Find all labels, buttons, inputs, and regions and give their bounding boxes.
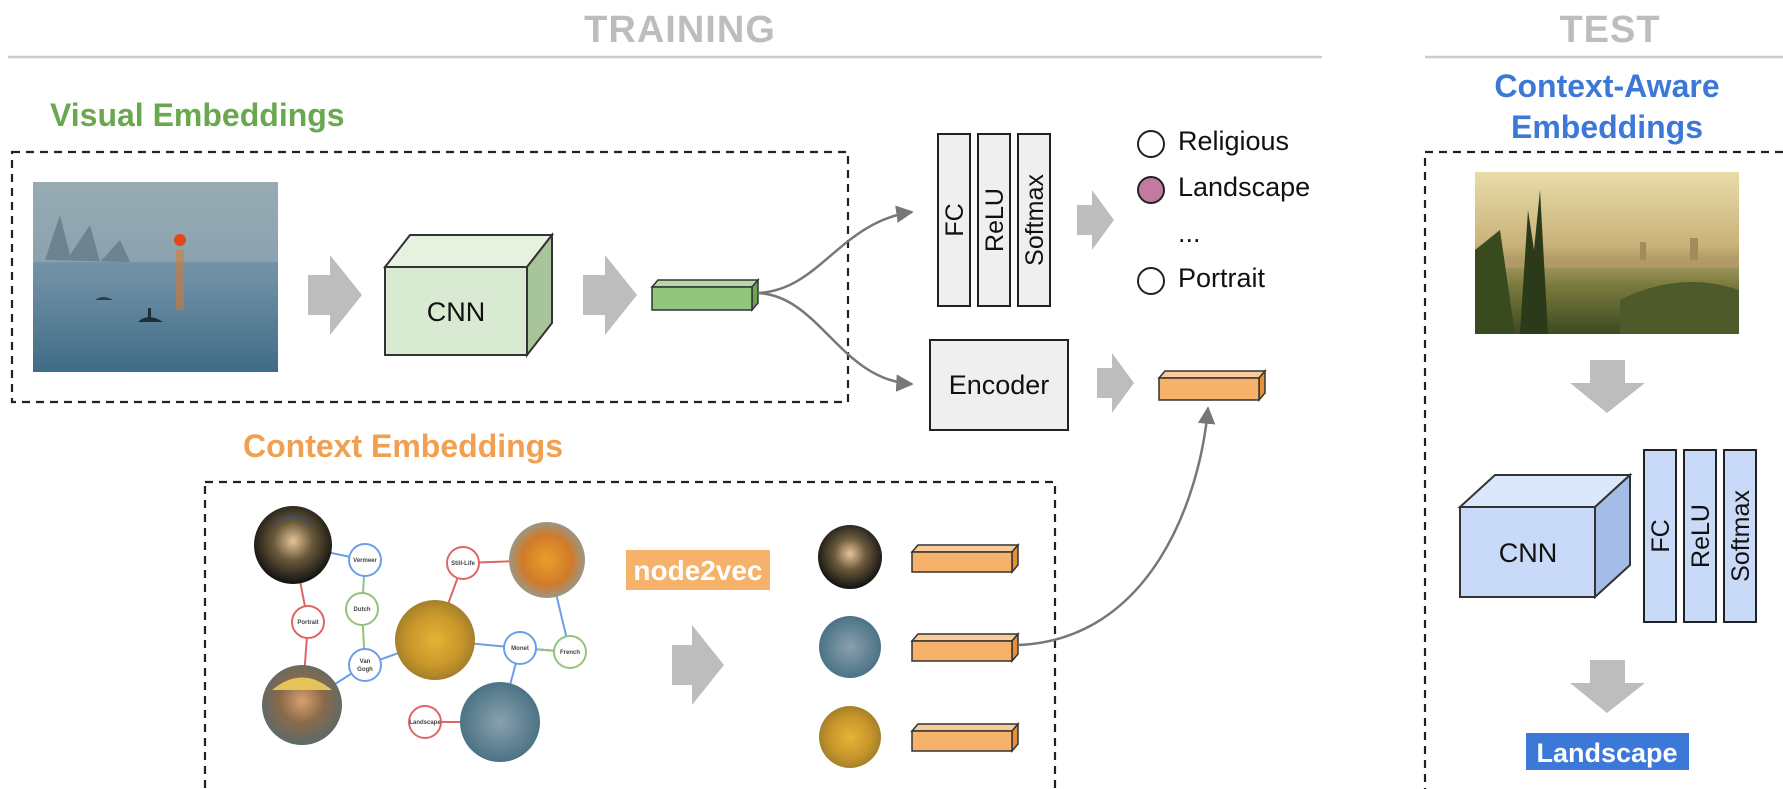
graph-label-landscape: Landscape bbox=[409, 720, 441, 726]
graph-label-portrait: Portrait bbox=[297, 620, 318, 626]
arrow-to-visual-embedding bbox=[583, 255, 637, 335]
encoder-label: Encoder bbox=[949, 370, 1050, 400]
graph-node-impression-sunrise bbox=[460, 682, 540, 762]
context-thumb-sunflowers bbox=[819, 706, 881, 768]
softmax-label-training: Softmax bbox=[1021, 174, 1049, 266]
test-output-badge bbox=[1526, 733, 1689, 770]
arrow-to-classifier bbox=[757, 205, 914, 295]
painting-impression-sunrise bbox=[33, 182, 278, 372]
softmax-label-test: Softmax bbox=[1727, 490, 1755, 582]
graph-node-still-life-painting bbox=[509, 522, 585, 598]
node2vec-badge bbox=[626, 550, 770, 590]
context-aware-title-line1: Context-Aware bbox=[1494, 68, 1719, 104]
graph-label-french: French bbox=[560, 650, 580, 656]
visual-embeddings-title: Visual Embeddings bbox=[50, 97, 345, 133]
encoder-block: Encoder bbox=[929, 339, 1069, 431]
arrow-to-encoder bbox=[757, 291, 914, 392]
context-embeddings-title: Context Embeddings bbox=[243, 428, 563, 464]
class-radio-portrait bbox=[1137, 267, 1165, 295]
context-aware-title-line2: Embeddings bbox=[1511, 109, 1703, 145]
graph-label-still-life: Still-Life bbox=[451, 561, 475, 567]
arrow-context-to-aware bbox=[1017, 406, 1216, 647]
context-vector-3 bbox=[910, 721, 1020, 754]
classifier-head-test: FC ReLU Softmax bbox=[1643, 449, 1757, 623]
context-embeddings-box bbox=[203, 480, 1057, 789]
class-ellipsis: ... bbox=[1178, 218, 1201, 248]
arrow-to-cnn bbox=[308, 255, 362, 335]
arrow-node2vec bbox=[672, 625, 724, 705]
context-thumb-impression-sunrise bbox=[819, 616, 881, 678]
training-header: TRAINING bbox=[584, 9, 776, 51]
aware-embedding-vector bbox=[1157, 368, 1267, 403]
fc-label-test: FC bbox=[1647, 519, 1675, 552]
graph-label-van: Van bbox=[360, 659, 371, 665]
arrow-to-aware-embedding bbox=[1097, 353, 1134, 413]
relu-label-training: ReLU bbox=[981, 188, 1009, 252]
context-thumb-pearl-earring bbox=[818, 525, 882, 589]
visual-embedding-vector bbox=[650, 277, 760, 313]
arrow-to-classes bbox=[1077, 190, 1114, 250]
graph-node-girl-pearl-earring bbox=[254, 506, 332, 584]
graph-label-vermeer: Vermeer bbox=[353, 558, 377, 564]
cnn-block-training: CNN bbox=[382, 232, 555, 358]
test-output-label: Landscape bbox=[1536, 738, 1677, 768]
test-box bbox=[1423, 150, 1783, 789]
graph-label-gogh: Gogh bbox=[357, 667, 373, 673]
class-label-landscape: Landscape bbox=[1178, 172, 1310, 202]
class-radio-landscape bbox=[1137, 176, 1165, 204]
class-radio-religious bbox=[1137, 130, 1165, 158]
graph-label-monet: Monet bbox=[511, 646, 529, 652]
visual-embeddings-box bbox=[10, 150, 850, 404]
classifier-head-training: FC ReLU Softmax bbox=[937, 133, 1051, 307]
context-vector-2 bbox=[910, 631, 1020, 664]
class-label-portrait: Portrait bbox=[1178, 263, 1266, 293]
cnn-label-test: CNN bbox=[1499, 538, 1558, 568]
relu-label-test: ReLU bbox=[1687, 504, 1715, 568]
painting-florence-view bbox=[1475, 172, 1739, 334]
cnn-label-training: CNN bbox=[427, 297, 486, 327]
class-label-religious: Religious bbox=[1178, 126, 1289, 156]
arrow-down-to-cnn bbox=[1570, 360, 1645, 413]
graph-text-nodes: Vermeer Dutch Portrait Van Gogh Still-Li… bbox=[291, 543, 587, 739]
graph-node-sunflowers bbox=[395, 600, 475, 680]
class-list: Religious Landscape ... Portrait bbox=[1137, 126, 1310, 295]
test-header: TEST bbox=[1559, 9, 1660, 51]
arrow-down-to-output bbox=[1570, 660, 1645, 713]
node2vec-label: node2vec bbox=[633, 555, 762, 586]
straw-hat-icon bbox=[272, 677, 332, 690]
thumb-turban-icon bbox=[832, 534, 868, 544]
context-vector-1 bbox=[910, 542, 1020, 575]
cnn-block-test: CNN bbox=[1457, 472, 1633, 600]
graph-label-dutch: Dutch bbox=[354, 607, 371, 613]
graph-node-van-gogh-portrait bbox=[262, 665, 342, 745]
fc-label-training: FC bbox=[941, 203, 969, 236]
pearl-earring-turban-icon bbox=[272, 516, 312, 528]
